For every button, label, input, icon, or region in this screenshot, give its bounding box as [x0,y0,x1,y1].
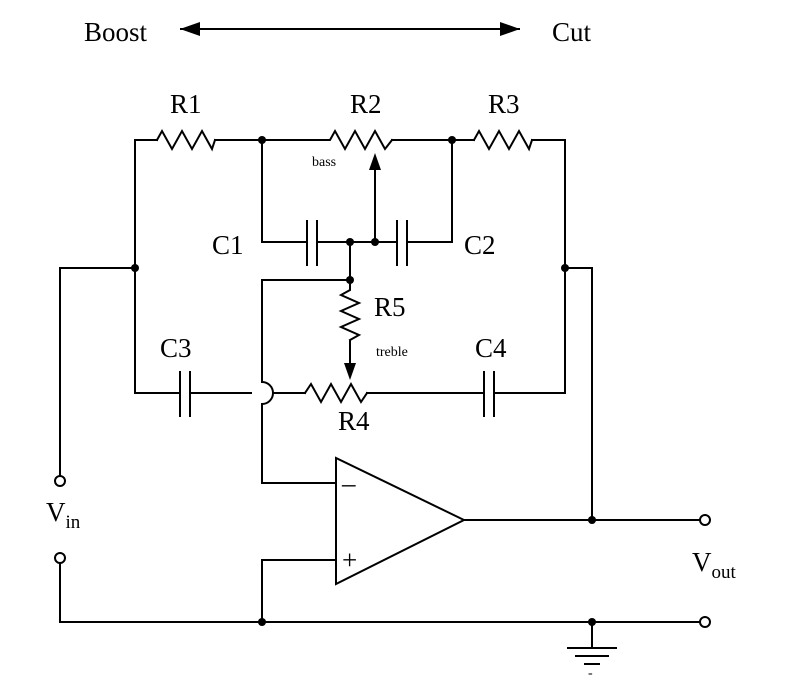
op-amp [335,456,467,586]
r3-label: R3 [488,89,520,119]
vin-label: Vin [46,497,81,533]
vin-input-wire [59,267,136,481]
c4-label: C4 [475,333,507,363]
boost-label: Boost [84,17,148,47]
treble-label: treble [376,345,408,360]
wire-crossover-hop [260,380,274,406]
ground-symbol [567,622,617,665]
c3-label: C3 [160,333,192,363]
vin-terminal-top [54,475,66,487]
feedback-wire [564,267,593,521]
bass-label: bass [312,155,336,170]
r4-label: R4 [338,406,370,436]
c1-left-wire [261,139,306,243]
resistor-r5 [338,279,362,342]
potentiometer-r4 [303,381,369,405]
left-rail-wire [134,139,179,394]
c1-label: C1 [212,230,244,260]
vout-terminal-bottom [699,616,711,628]
ground-rail [59,559,701,623]
r5-wiper-arrow [344,340,356,380]
boost-cut-arrow [180,22,520,36]
r1-label: R1 [170,89,202,119]
opamp-plus-label: + [342,545,357,575]
opamp-minus-label: – [341,468,356,498]
capacitor-c1 [306,220,318,266]
capacitor-c4 [483,371,495,417]
right-rail-wire [493,139,566,394]
r2-label: R2 [350,89,382,119]
ground-mark: - [588,666,593,681]
potentiometer-r2 [319,128,394,152]
inverting-input-wire [261,279,351,383]
capacitor-c2 [396,220,408,266]
inverting-input-wire-lower [261,403,337,484]
vin-terminal-bottom [54,552,66,564]
resistor-r3 [472,128,534,152]
cut-label: Cut [552,17,592,47]
vout-label: Vout [692,547,737,583]
r5-label: R5 [374,292,406,322]
noninverting-input-wire [261,559,337,623]
c2-label: C2 [464,230,496,260]
r2-wiper-arrow [369,153,381,242]
capacitor-c3 [179,371,191,417]
junction-dots [131,136,596,626]
resistor-r1 [155,128,217,152]
vout-terminal-top [699,514,711,526]
c2-right-wire [406,139,453,243]
